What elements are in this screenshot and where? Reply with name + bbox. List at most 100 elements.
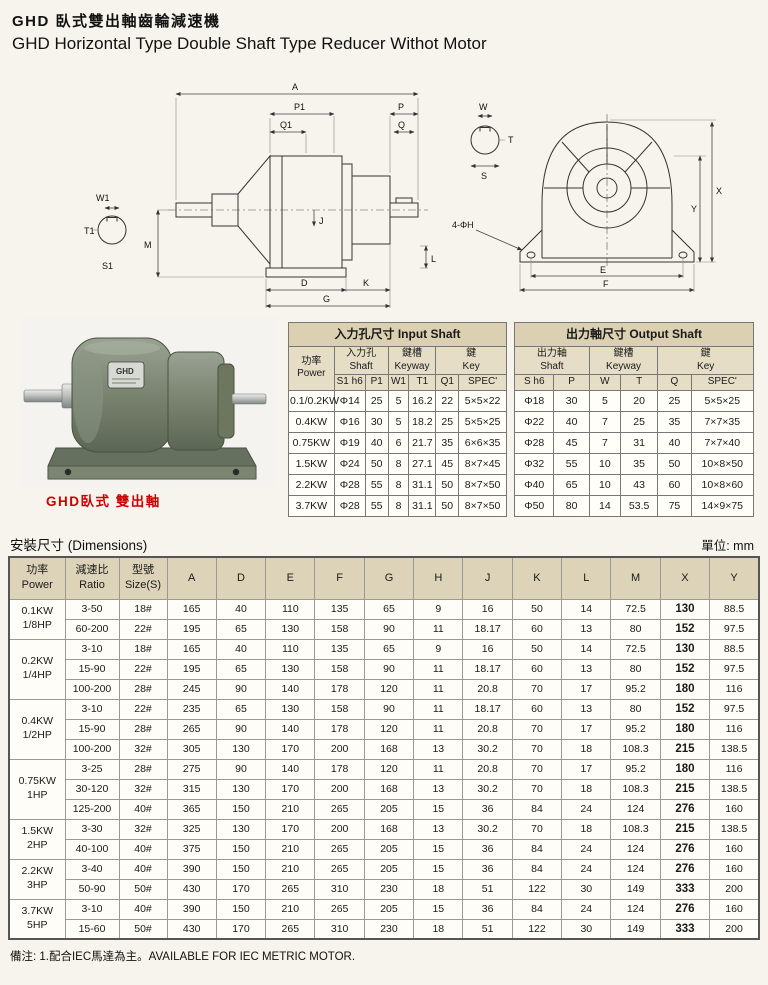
value-cell: 168 <box>363 818 415 840</box>
cell: Φ19 <box>333 431 366 454</box>
value-cell: 110 <box>265 638 316 660</box>
size-cell: 28# <box>118 758 168 780</box>
size-cell: 40# <box>118 838 168 860</box>
value-cell: 140 <box>265 718 316 740</box>
cell: 8 <box>387 452 410 475</box>
column-header: K <box>511 556 563 600</box>
value-cell: 80 <box>610 658 661 680</box>
value-cell: 70 <box>511 818 563 840</box>
power-line: 0.1KW <box>21 605 53 618</box>
page-title-zh: GHD 臥式雙出軸齒輪減速機 <box>12 13 221 30</box>
cell: 10×8×50 <box>690 452 755 475</box>
output-shaft-section: 出力軸尺寸 Output Shaft 出力軸 Shaft 鍵槽 Keyway 鍵… <box>513 322 755 517</box>
value-cell: 310 <box>314 878 365 900</box>
value-cell: 90 <box>215 678 267 700</box>
column-header: X <box>659 556 711 600</box>
size-cell: 40# <box>118 898 168 920</box>
cell: 10 <box>588 452 621 475</box>
rear-housing <box>167 351 225 451</box>
cell: 25 <box>657 389 692 412</box>
value-cell: 124 <box>610 798 661 820</box>
nameplate <box>107 361 145 389</box>
cell: 10 <box>588 473 621 496</box>
size-cell: 18# <box>118 598 168 620</box>
shaft-header-en: Shaft <box>540 360 564 372</box>
key-header: 鍵 Key <box>657 346 754 375</box>
power-line: 0.75KW <box>18 775 56 788</box>
value-cell: 65 <box>215 698 267 720</box>
cell: 50 <box>657 452 692 475</box>
value-cell: 130 <box>215 818 267 840</box>
value-cell: 276 <box>659 858 711 880</box>
group-header-row: 出力軸 Shaft 鍵槽 Keyway 鍵 Key <box>514 346 754 375</box>
cell: 35 <box>619 452 659 475</box>
cell: 45 <box>435 452 460 475</box>
value-cell: 90 <box>215 758 267 780</box>
cell: 50 <box>435 473 460 496</box>
value-cell: 70 <box>511 738 563 760</box>
bolt-hole <box>232 468 240 476</box>
cell: 53.5 <box>619 494 659 517</box>
ratio-cell: 125-200 <box>64 798 120 820</box>
value-cell: 215 <box>659 818 711 840</box>
dimensions-heading: 安裝尺寸 (Dimensions) <box>10 538 148 553</box>
value-cell: 20.8 <box>462 718 513 740</box>
ratio-cell: 3-10 <box>64 898 120 920</box>
dim-label-Y: Y <box>691 204 697 214</box>
value-cell: 70 <box>511 678 563 700</box>
value-cell: 170 <box>215 918 267 940</box>
value-cell: 165 <box>166 638 217 660</box>
size-cell: 32# <box>118 778 168 800</box>
column-header: S1 h6 <box>333 374 366 391</box>
cell: 75 <box>657 494 692 517</box>
cell: 7 <box>588 431 621 454</box>
value-cell: 90 <box>363 658 415 680</box>
value-cell: 325 <box>166 818 217 840</box>
value-cell: 116 <box>709 758 760 780</box>
ratio-cell: 3-10 <box>64 698 120 720</box>
cell: 5×5×22 <box>458 389 507 412</box>
cell: 1.5KW <box>288 452 335 475</box>
cell: Φ18 <box>513 389 555 412</box>
value-cell: 50 <box>511 638 563 660</box>
dimension-lines <box>475 121 715 293</box>
column-header: W1 <box>387 374 410 391</box>
value-cell: 120 <box>363 718 415 740</box>
cell: 3.7KW <box>288 494 335 517</box>
key-header: 鍵 Key <box>435 346 507 375</box>
keyway-header: 鍵槽 Keyway <box>588 346 659 375</box>
cell: 7×7×40 <box>690 431 755 454</box>
value-cell: 265 <box>265 918 316 940</box>
value-cell: 90 <box>215 718 267 740</box>
value-cell: 235 <box>166 698 217 720</box>
value-cell: 16 <box>462 638 513 660</box>
cell: 65 <box>553 473 590 496</box>
value-cell: 108.3 <box>610 738 661 760</box>
value-cell: 15 <box>413 798 464 820</box>
keyway-header: 鍵槽 Keyway <box>387 346 437 375</box>
value-cell: 276 <box>659 798 711 820</box>
cell: 40 <box>364 431 389 454</box>
value-cell: 180 <box>659 758 711 780</box>
power-line: 0.4KW <box>21 715 53 728</box>
ratio-cell: 3-25 <box>64 758 120 780</box>
value-cell: 390 <box>166 858 217 880</box>
value-cell: 90 <box>363 618 415 640</box>
keyway-header-en: Keyway <box>606 360 642 372</box>
cell: Φ40 <box>513 473 555 496</box>
dim-label-P: P <box>398 102 404 112</box>
value-cell: 124 <box>610 898 661 920</box>
keyway-header-en: Keyway <box>394 360 430 372</box>
ratio-cell: 30-120 <box>64 778 120 800</box>
value-cell: 130 <box>659 638 711 660</box>
cell: 80 <box>553 494 590 517</box>
value-cell: 430 <box>166 918 217 940</box>
footer-note: 備注: 1.配合IEC馬達為主。AVAILABLE FOR IEC METRIC… <box>10 951 356 963</box>
page-title-en: GHD Horizontal Type Double Shaft Type Re… <box>12 34 487 53</box>
